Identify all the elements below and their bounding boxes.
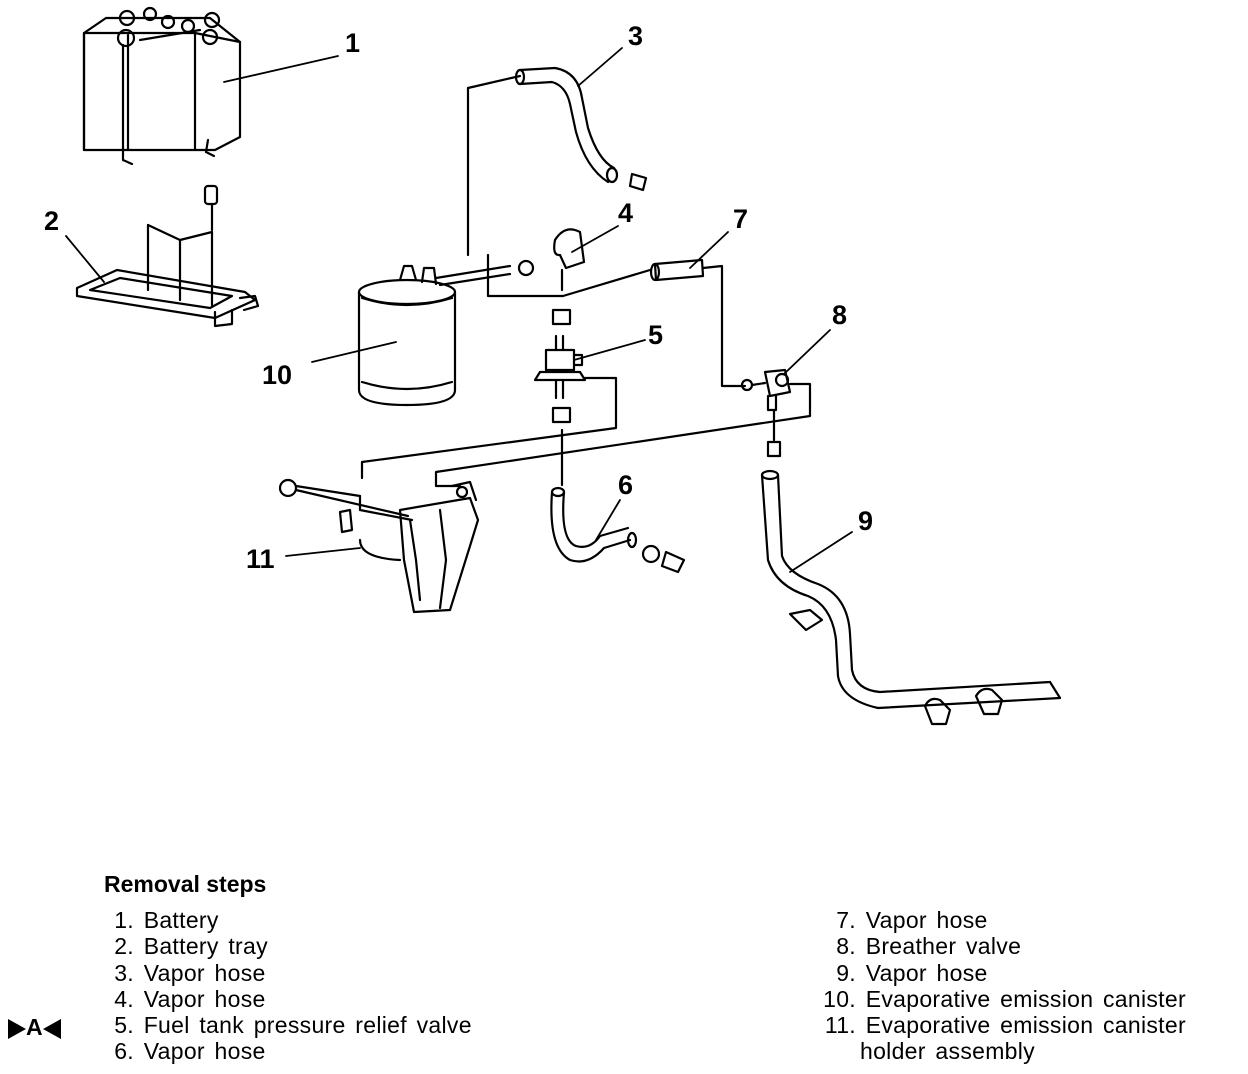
- callout-6: 6: [618, 470, 633, 500]
- legend-num: 5.: [114, 1012, 134, 1039]
- vapor-hose-6: [550, 486, 686, 574]
- service-point-mark: A: [8, 1014, 61, 1041]
- battery-tray: [75, 184, 260, 328]
- legend-item: 6. Vapor hose: [104, 1038, 472, 1064]
- legend-num: 6.: [114, 1038, 134, 1065]
- callout-11: 11: [246, 544, 275, 574]
- legend-item: 9. Vapor hose: [806, 960, 1186, 986]
- vapor-hose-3: [466, 66, 648, 257]
- callout-5: 5: [648, 320, 663, 350]
- canister-holder-assembly: [278, 478, 480, 614]
- legend-item-continuation: holder assembly: [860, 1038, 1035, 1065]
- legend-num: 10.: [823, 985, 856, 1012]
- legend-label: Vapor hose: [143, 985, 266, 1012]
- callout-4: 4: [618, 198, 633, 228]
- triangle-right-icon: [8, 1018, 26, 1039]
- legend-label: Fuel tank pressure relief valve: [143, 1012, 472, 1039]
- callout-7: 7: [733, 204, 748, 234]
- callout-8: 8: [832, 300, 847, 330]
- legend-num: 4.: [114, 985, 134, 1012]
- legend-item: 7. Vapor hose: [806, 907, 1186, 933]
- battery: [82, 6, 242, 166]
- legend-label: Breather valve: [865, 933, 1022, 960]
- legend-num: 2.: [114, 933, 134, 960]
- legend-item: 11. Evaporative emission canister: [806, 1012, 1186, 1038]
- vapor-hose-4: [486, 228, 652, 326]
- evaporative-canister: [357, 259, 535, 407]
- legend-item: 3. Vapor hose: [104, 960, 472, 986]
- legend-label: Battery tray: [143, 933, 268, 960]
- legend-label: Vapor hose: [143, 959, 266, 986]
- legend-num: 9.: [836, 959, 856, 986]
- callout-1: 1: [345, 28, 360, 58]
- callout-3: 3: [628, 21, 643, 51]
- legend-num: 11.: [824, 1012, 856, 1039]
- legend-num: 3.: [114, 959, 134, 986]
- legend-num: 1.: [114, 907, 134, 933]
- legend-left-column: 1. Battery 2. Battery tray 3. Vapor hose…: [104, 907, 472, 1065]
- vapor-hose-7: [649, 258, 747, 388]
- callout-10: 10: [262, 360, 292, 390]
- service-mark-letter: A: [26, 1014, 43, 1040]
- breather-valve: [434, 368, 812, 488]
- legend-item: 10. Evaporative emission canister: [806, 986, 1186, 1012]
- legend-num: 7.: [836, 907, 856, 933]
- vapor-hose-9: [760, 469, 1062, 726]
- fuel-tank-pressure-relief-valve: [360, 334, 618, 487]
- legend-label: Battery: [143, 907, 219, 933]
- legend-item: 1. Battery: [104, 907, 472, 933]
- legend-label: Evaporative emission canister: [865, 985, 1186, 1012]
- legend-item: 8. Breather valve: [806, 933, 1186, 959]
- triangle-left-icon: [42, 1018, 61, 1039]
- legend-num: 8.: [836, 933, 856, 960]
- legend-label: Vapor hose: [865, 959, 988, 986]
- callout-9: 9: [858, 506, 873, 536]
- legend-right-column: 7. Vapor hose 8. Breather valve 9. Vapor…: [806, 907, 1186, 1065]
- legend-label: Evaporative emission canister: [865, 1012, 1186, 1039]
- legend-label: Vapor hose: [865, 907, 988, 933]
- legend-item: 5. Fuel tank pressure relief valve: [104, 1012, 472, 1038]
- leader-lines: [65, 47, 853, 573]
- legend-item: 4. Vapor hose: [104, 986, 472, 1012]
- callout-2: 2: [44, 206, 59, 236]
- legend-title: Removal steps: [104, 871, 267, 897]
- legend-item: 2. Battery tray: [104, 933, 472, 959]
- callouts: 1 2 3 4 5 6 7 8 9 10 11: [44, 21, 873, 574]
- legend-label: Vapor hose: [143, 1038, 266, 1065]
